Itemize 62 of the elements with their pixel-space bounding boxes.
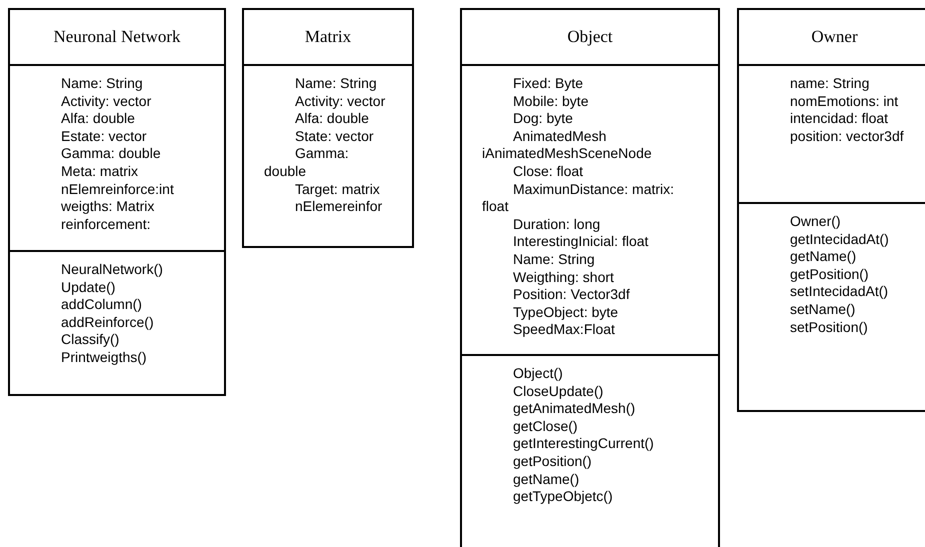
method-name: getAnimatedMesh() <box>512 400 636 418</box>
method-name: getClose() <box>512 418 579 436</box>
method-name: getPosition() <box>789 266 870 284</box>
attribute-name: State: vector <box>294 128 375 146</box>
method-name: CloseUpdate() <box>512 382 604 400</box>
attribute-name: nElemreinforce:int <box>60 180 175 198</box>
attribute-name: Activity: vector <box>60 92 152 110</box>
method-name: Owner() <box>789 213 842 231</box>
attribute-name: weigths: Matrix <box>60 198 156 216</box>
class-name: Owner <box>811 27 858 47</box>
method-name: Printweigths() <box>60 348 148 367</box>
attribute-name: Gamma: double <box>263 145 350 181</box>
method-name: getTypeObjetc() <box>512 488 614 506</box>
method-name: NeuralNetwork() <box>60 261 164 279</box>
attribute-name: Activity: vector <box>294 92 386 110</box>
attribute-name: Position: Vector3df <box>512 286 631 304</box>
method-name: setPosition() <box>789 318 869 336</box>
attribute-name: TypeObject: byte <box>512 304 620 322</box>
attribute-name: SpeedMax:Float <box>512 321 616 339</box>
attribute-name: nElemereinfor <box>294 198 384 216</box>
method-name: Update() <box>60 278 116 296</box>
method-name: getName() <box>789 248 858 266</box>
method-name: addColumn() <box>60 296 143 314</box>
method-name: getName() <box>512 470 580 488</box>
attribute-name: Meta: matrix <box>60 162 140 181</box>
attribute-name: Target: matrix <box>294 180 381 198</box>
attribute-name: MaximunDistance: matrix: float <box>481 180 676 216</box>
method-name: addReinforce() <box>60 314 155 332</box>
attribute-name: Alfa: double <box>294 110 370 128</box>
attribute-name: Fixed: Byte <box>512 75 584 93</box>
attribute-name: AnimatedMesh iAnimatedMeshSceneNode <box>481 128 653 163</box>
attribute-name: Name: String <box>60 75 144 93</box>
method-name: getInterestingCurrent() <box>512 435 655 453</box>
attribute-name: Gamma: double <box>60 145 162 163</box>
attribute-name: position: vector3df <box>789 128 905 146</box>
class-box <box>737 8 925 412</box>
class-name: Matrix <box>304 27 352 47</box>
attribute-name: Dog: byte <box>512 110 574 128</box>
attribute-name: Estate: vector <box>60 128 148 146</box>
class-box <box>460 8 720 547</box>
method-name: Classify() <box>60 331 120 349</box>
method-name: setName() <box>789 300 856 319</box>
attribute-name: Alfa: double <box>60 110 136 128</box>
class-box <box>242 8 414 248</box>
attribute-name: nomEmotions: int <box>789 92 900 110</box>
attribute-name: Name: String <box>512 250 596 269</box>
attribute-name: intencidad: float <box>789 110 890 128</box>
method-name: setIntecidadAt() <box>789 283 890 301</box>
method-name: Object() <box>512 365 564 383</box>
attribute-name: Close: float <box>512 162 584 181</box>
attribute-name: reinforcement: <box>60 216 152 234</box>
attribute-name: InterestingInicial: float <box>512 233 650 251</box>
class-name: Neuronal Network <box>54 27 180 47</box>
attribute-name: Duration: long <box>512 216 602 234</box>
class-box <box>8 8 226 396</box>
method-name: getIntecidadAt() <box>789 230 890 248</box>
attribute-name: Mobile: byte <box>512 92 590 110</box>
attribute-name: name: String <box>789 75 870 93</box>
attribute-name: Name: String <box>294 75 378 93</box>
attribute-name: Weigthing: short <box>512 268 615 286</box>
method-name: getPosition() <box>512 452 593 471</box>
class-name: Object <box>567 27 613 47</box>
